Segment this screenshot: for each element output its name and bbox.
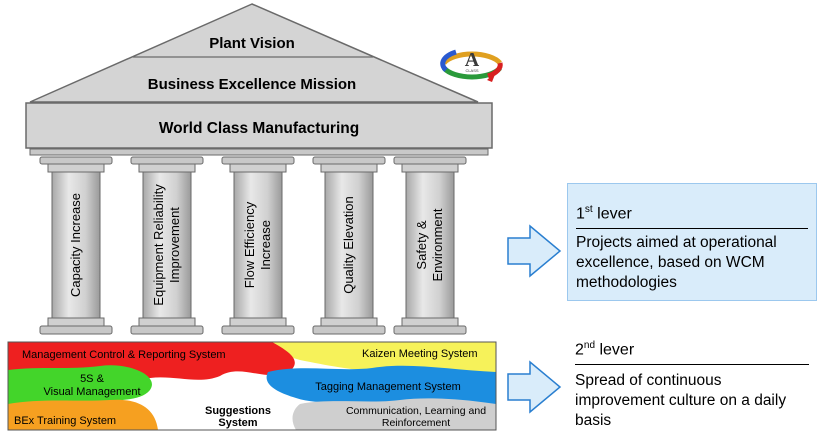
foundation-orange-blob	[8, 399, 158, 430]
kaizen-meeting-label: Kaizen Meeting System	[362, 348, 478, 360]
fives-label-line2: Visual Management	[43, 386, 140, 398]
pillar-2-label-line2: Improvement	[167, 207, 182, 283]
foundation-grey-blob	[292, 398, 496, 430]
lever1-arrow-icon	[507, 224, 562, 278]
lever2-description: Spread of continuous improvement culture…	[575, 372, 787, 430]
suggestions-label-line1: Suggestions	[205, 405, 271, 417]
beam	[25, 102, 493, 149]
pillar-2-label-line1: Equipment Reliability	[151, 184, 166, 306]
lever2-box: 2nd lever Spread of continuous improveme…	[567, 336, 817, 431]
fives-label-line1: 5S &	[80, 373, 105, 385]
pillar-4-label-line1: Quality Elevation	[341, 196, 356, 294]
lever1-box: 1st lever Projects aimed at operational …	[567, 183, 817, 301]
pillar-5-label-line1: Safety &	[414, 220, 429, 269]
foundation: Management Control & Reporting System Ka…	[7, 341, 497, 431]
foundation-green-blob	[8, 365, 152, 410]
beam-ledge	[29, 148, 489, 156]
roof-vision-label: Plant Vision	[209, 35, 295, 52]
pillar-3-label-line2: Increase	[258, 220, 273, 270]
lever2-title: 2nd lever	[575, 336, 809, 366]
communication-label-line1: Communication, Learning and	[346, 405, 486, 417]
suggestions-label-line2: System	[218, 417, 257, 429]
pillar-5: Safety &Environment	[393, 156, 467, 335]
pillar-1-label-line1: Capacity Increase	[68, 193, 83, 297]
beam-label: World Class Manufacturing	[159, 120, 359, 137]
tagging-management-label: Tagging Management System	[315, 381, 461, 393]
pillar-4: Quality Elevation	[312, 156, 386, 335]
lever1-description: Projects aimed at operational excellence…	[576, 234, 777, 292]
svg-text:A: A	[465, 49, 480, 71]
communication-label-line2: Reinforcement	[382, 417, 450, 429]
svg-text:CLASS: CLASS	[465, 68, 478, 73]
foundation-blue-blob	[266, 365, 496, 406]
roof-mission-label: Business Excellence Mission	[148, 76, 356, 93]
lever2-arrow-icon	[507, 360, 562, 414]
pillar-3-label-line1: Flow Efficiency	[242, 201, 257, 288]
pillar-1: Capacity Increase	[39, 156, 113, 335]
management-control-label: Management Control & Reporting System	[22, 349, 226, 361]
roof-pediment	[29, 3, 479, 103]
bex-training-label: BEx Training System	[14, 415, 116, 427]
pillar-5-label-line2: Environment	[430, 208, 445, 281]
a-class-logo-icon: A CLASS	[440, 49, 503, 82]
lever1-title: 1st lever	[576, 200, 808, 230]
